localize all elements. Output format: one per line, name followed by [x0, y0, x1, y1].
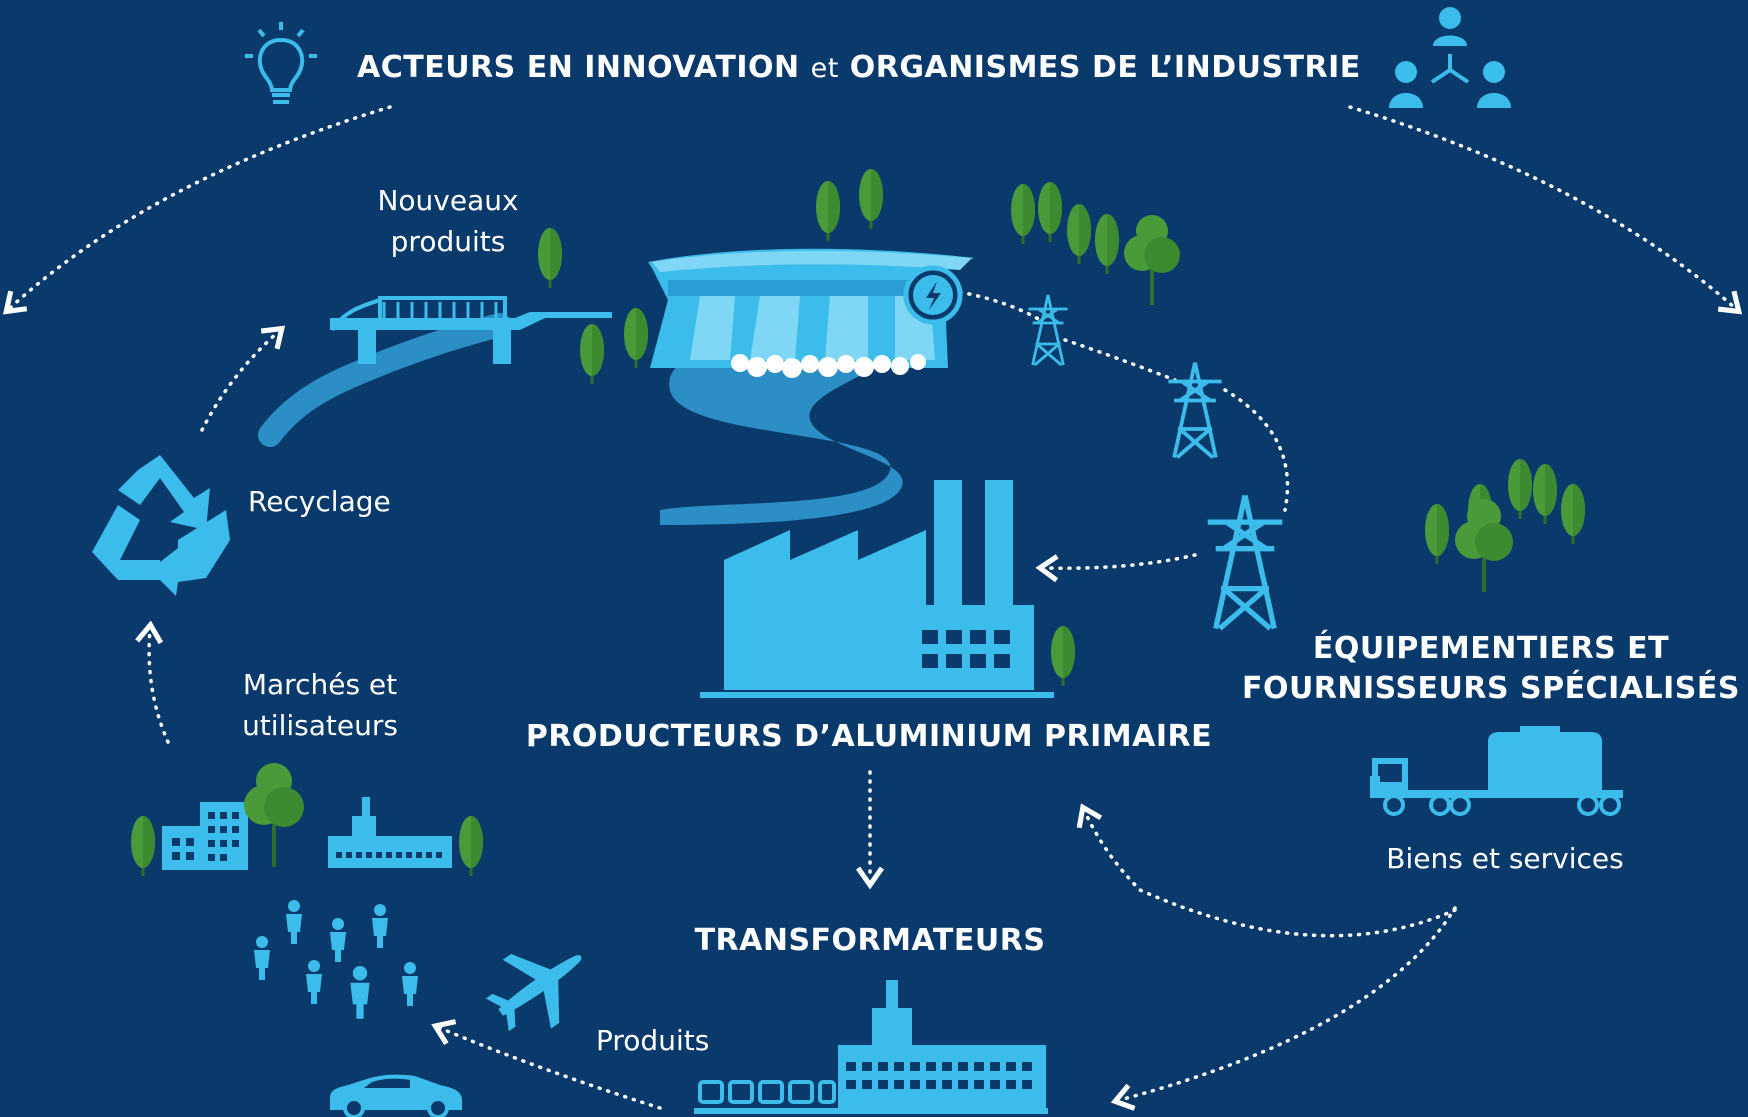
tree-icon [1067, 204, 1091, 264]
network-people-icon [1389, 7, 1511, 108]
tree-icon [624, 308, 648, 368]
label-nouveaux-produits: Nouveaux produits [368, 180, 528, 262]
tree-icon [1533, 464, 1557, 524]
tree-icon [244, 763, 304, 867]
arrow-markets-to-recycle [135, 620, 170, 744]
label-biens-services: Biens et services [1386, 842, 1624, 875]
tree-icon [538, 228, 562, 288]
airplane-icon [485, 954, 582, 1032]
processing-plant-icon [694, 980, 1048, 1114]
tree-icon [1561, 484, 1585, 544]
buildings-icon [162, 797, 452, 870]
arrow-transformers-to-markets [431, 1019, 662, 1110]
truck-icon [1370, 726, 1623, 816]
power-pylon-icon [1166, 360, 1224, 460]
arrow-pylon-to-pylon [1063, 338, 1177, 382]
factory-icon [700, 480, 1054, 698]
arrow-suppliers-to-transformers [1110, 906, 1457, 1111]
power-pylon-icon [1027, 293, 1069, 367]
label-equipementiers: ÉQUIPEMENTIERS ET FOURNISSEURS SPÉCIALIS… [1240, 629, 1742, 709]
arrow-recycle-to-newproducts [200, 325, 286, 432]
tree-icon [1095, 214, 1119, 274]
tree-icon [1425, 504, 1449, 564]
label-equipementiers-line2: FOURNISSEURS SPÉCIALISÉS [1241, 671, 1741, 706]
label-transformateurs: TRANSFORMATEURS [694, 923, 1046, 958]
tree-icon [131, 816, 155, 876]
header-connector: et [810, 53, 839, 84]
lightbulb-icon [245, 22, 317, 104]
tree-icon [1124, 215, 1180, 305]
tree-icon [859, 169, 883, 229]
label-equipementiers-line1: ÉQUIPEMENTIERS ET [1312, 631, 1670, 666]
header-part1: ACTEURS EN INNOVATION [357, 50, 800, 85]
arrow-header-right [1348, 105, 1743, 315]
tree-icon [816, 181, 840, 241]
label-marches: Marchés et utilisateurs [228, 664, 412, 746]
power-pylon-icon [1208, 496, 1282, 629]
car-icon [330, 1074, 462, 1117]
electricity-icon [903, 265, 963, 325]
arrow-pylon-to-bigpylon [1223, 388, 1290, 512]
tree-icon [580, 324, 604, 384]
flow-arrows [2, 105, 1743, 1111]
label-nouveaux-line1: Nouveaux [377, 184, 519, 217]
label-marches-line2: utilisateurs [242, 709, 398, 742]
dam-icon [648, 248, 975, 525]
people-icon [254, 900, 418, 1019]
label-marches-line1: Marchés et [242, 668, 398, 701]
recycle-icon [92, 455, 230, 596]
arrow-header-left [2, 105, 392, 315]
arrow-suppliers-to-producers [1076, 803, 1457, 938]
header-title: ACTEURS EN INNOVATION et ORGANISMES DE L… [357, 50, 1361, 85]
label-nouveaux-line2: produits [390, 225, 506, 258]
header-part2: ORGANISMES DE L’INDUSTRIE [849, 50, 1361, 85]
arrow-dam-to-pylon [958, 290, 1042, 322]
tree-icon [1051, 626, 1075, 686]
tree-icon [1011, 184, 1035, 244]
bridge-icon [258, 296, 612, 447]
tree-icon [459, 816, 483, 876]
tree-icon [1038, 182, 1062, 242]
label-recyclage: Recyclage [248, 485, 391, 518]
tree-icon [1508, 459, 1532, 519]
label-produits: Produits [596, 1024, 710, 1057]
arrow-pylon-to-factory [1035, 553, 1197, 583]
label-producteurs: PRODUCTEURS D’ALUMINIUM PRIMAIRE [525, 719, 1213, 754]
tree-icon [1455, 499, 1513, 592]
